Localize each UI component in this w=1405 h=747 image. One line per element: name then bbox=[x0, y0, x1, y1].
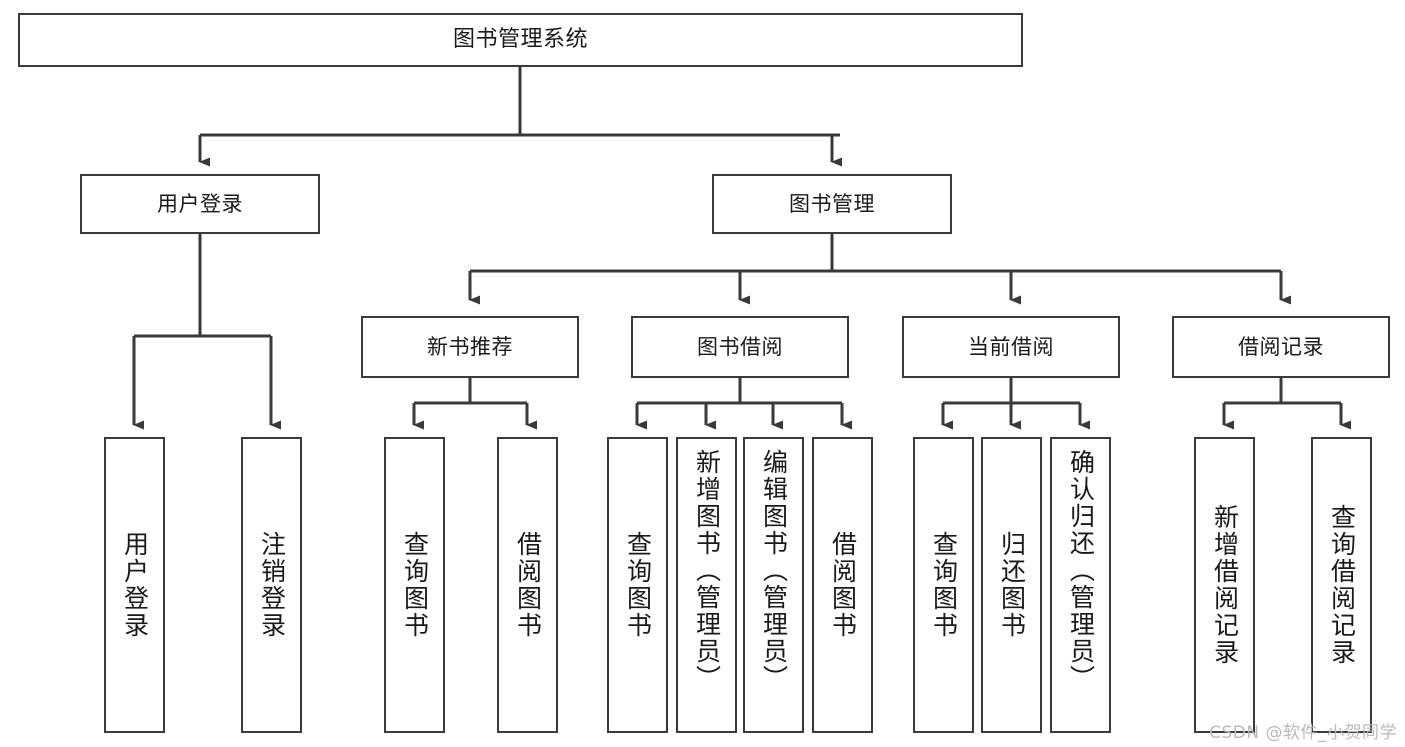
node-book-borrow[interactable]: 图书借阅 bbox=[631, 316, 849, 378]
node-label: 归还图书 bbox=[997, 531, 1027, 639]
node-label: 借阅图书 bbox=[513, 531, 543, 639]
leaf-query-borrow-record[interactable]: 查询借阅记录 bbox=[1311, 437, 1372, 733]
node-book-management[interactable]: 图书管理 bbox=[712, 174, 952, 234]
node-label: 查询借阅记录 bbox=[1327, 504, 1357, 666]
node-label: 编辑图书（管理员） bbox=[759, 449, 789, 692]
node-label: 查询图书 bbox=[400, 531, 430, 639]
node-label: 图书管理 bbox=[789, 191, 875, 216]
leaf-borrow-book-recommend[interactable]: 借阅图书 bbox=[497, 437, 558, 733]
node-current-borrow[interactable]: 当前借阅 bbox=[902, 316, 1120, 378]
leaf-add-book-admin[interactable]: 新增图书（管理员） bbox=[676, 437, 737, 733]
node-label: 注销登录 bbox=[257, 531, 287, 639]
node-root-system[interactable]: 图书管理系统 bbox=[18, 13, 1023, 67]
leaf-query-book-current[interactable]: 查询图书 bbox=[913, 437, 974, 733]
node-label: 图书借阅 bbox=[697, 334, 783, 359]
node-label: 借阅图书 bbox=[828, 531, 858, 639]
leaf-query-book-borrow[interactable]: 查询图书 bbox=[607, 437, 668, 733]
node-label: 图书管理系统 bbox=[452, 27, 588, 53]
node-label: 查询图书 bbox=[623, 531, 653, 639]
node-user-login[interactable]: 用户登录 bbox=[80, 174, 320, 234]
leaf-logout[interactable]: 注销登录 bbox=[241, 437, 302, 733]
node-new-book-recommend[interactable]: 新书推荐 bbox=[361, 316, 579, 378]
leaf-return-book[interactable]: 归还图书 bbox=[981, 437, 1042, 733]
leaf-query-book-recommend[interactable]: 查询图书 bbox=[384, 437, 445, 733]
node-label: 当前借阅 bbox=[968, 334, 1054, 359]
leaf-confirm-return-admin[interactable]: 确认归还（管理员） bbox=[1050, 437, 1111, 733]
node-label: 用户登录 bbox=[120, 531, 150, 639]
leaf-add-borrow-record[interactable]: 新增借阅记录 bbox=[1194, 437, 1255, 733]
leaf-edit-book-admin[interactable]: 编辑图书（管理员） bbox=[743, 437, 804, 733]
node-label: 新增借阅记录 bbox=[1210, 504, 1240, 666]
node-borrow-record[interactable]: 借阅记录 bbox=[1172, 316, 1390, 378]
node-label: 确认归还（管理员） bbox=[1066, 449, 1096, 692]
node-label: 新增图书（管理员） bbox=[692, 449, 722, 692]
leaf-borrow-book[interactable]: 借阅图书 bbox=[812, 437, 873, 733]
node-label: 用户登录 bbox=[157, 191, 243, 216]
node-label: 查询图书 bbox=[929, 531, 959, 639]
node-label: 借阅记录 bbox=[1238, 334, 1324, 359]
leaf-user-login[interactable]: 用户登录 bbox=[104, 437, 165, 733]
node-label: 新书推荐 bbox=[427, 334, 513, 359]
